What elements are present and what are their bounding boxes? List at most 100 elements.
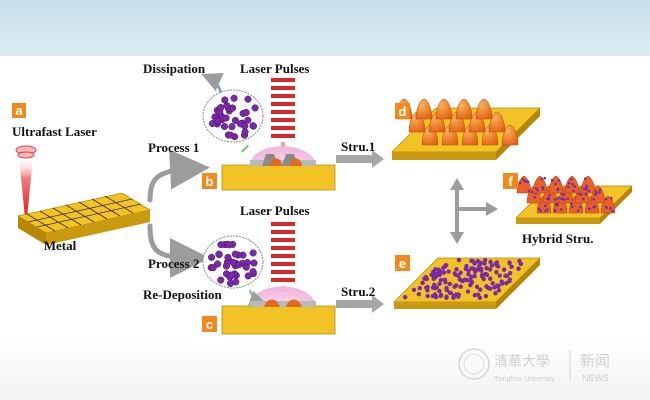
- particle: [477, 295, 483, 301]
- particle: [611, 209, 614, 213]
- particles-top: [208, 94, 259, 141]
- particle: [488, 259, 493, 265]
- laser-pulse: [271, 118, 295, 122]
- particle: [425, 284, 430, 290]
- particle: [587, 189, 591, 193]
- particle: [250, 259, 258, 267]
- particle: [553, 198, 557, 201]
- watermark: 清華大學 Tsinghua University 新闻 NEWS: [458, 348, 610, 383]
- hybrid-cone-array: [516, 175, 616, 214]
- particle: [556, 196, 560, 200]
- particle: [470, 266, 475, 271]
- particle: [441, 270, 447, 275]
- particle: [563, 198, 566, 201]
- badge-b-text: b: [206, 174, 214, 189]
- panel-f: f Hybrid Stru.: [503, 173, 633, 246]
- particle: [456, 257, 462, 263]
- particle: [554, 203, 558, 206]
- particle: [571, 205, 574, 209]
- particle: [244, 116, 252, 124]
- stru-arrows: [336, 150, 384, 313]
- laser-pulse: [271, 230, 295, 234]
- particle: [566, 185, 570, 189]
- particle: [437, 288, 442, 294]
- particle: [534, 186, 538, 190]
- cone: [488, 111, 506, 133]
- branch-arrows: [147, 149, 210, 278]
- particle: [507, 277, 512, 282]
- laser-pulse: [271, 262, 295, 266]
- particle: [234, 261, 243, 269]
- badge-c: [202, 316, 217, 332]
- particle: [496, 288, 502, 293]
- particle: [541, 187, 545, 191]
- particle: [231, 250, 239, 258]
- particle: [451, 293, 457, 299]
- particle: [593, 205, 597, 208]
- particle: [495, 284, 501, 289]
- particle: [466, 272, 471, 277]
- particle: [557, 179, 561, 182]
- particle: [224, 253, 232, 262]
- watermark-en-name: Tsinghua University: [494, 376, 555, 383]
- particle: [543, 176, 547, 180]
- panel-c: Laser Pulses Re-Deposition c: [143, 203, 336, 335]
- particle: [497, 273, 502, 278]
- particle: [458, 270, 463, 275]
- particle: [521, 178, 525, 181]
- particle: [482, 261, 487, 266]
- cone: [455, 98, 473, 120]
- particle: [249, 249, 257, 257]
- particle: [249, 268, 257, 276]
- particle: [609, 206, 612, 210]
- stru2-label: Stru.2: [341, 284, 375, 299]
- particle: [585, 184, 588, 188]
- particle: [604, 205, 608, 209]
- laser-pulse: [271, 254, 295, 258]
- particle: [503, 280, 509, 286]
- laser-pulses-bottom-label: Laser Pulses: [240, 203, 309, 218]
- particle: [592, 198, 595, 201]
- particle: [560, 197, 564, 201]
- particle: [598, 188, 602, 191]
- particle: [583, 177, 587, 181]
- particle: [472, 292, 478, 298]
- particle: [489, 263, 495, 268]
- particle: [598, 191, 601, 194]
- particle: [230, 94, 238, 102]
- badge-a: [12, 103, 26, 118]
- particle: [490, 281, 495, 286]
- particle: [474, 284, 480, 290]
- tsinghua-seal-icon: [458, 348, 490, 380]
- hybrid-label: Hybrid Stru.: [522, 231, 594, 246]
- laser-pulse: [271, 246, 295, 250]
- badge-e: [395, 255, 410, 271]
- particle: [507, 260, 512, 266]
- particle: [524, 180, 528, 184]
- particle: [220, 122, 229, 130]
- particle: [458, 284, 463, 289]
- particle: [209, 264, 217, 272]
- particle: [483, 293, 489, 299]
- laser-pulse: [271, 278, 295, 282]
- particle: [479, 266, 484, 272]
- watermark-cn-name: 清華大學: [494, 353, 550, 369]
- particle: [437, 281, 442, 287]
- particle: [573, 185, 576, 188]
- particle: [516, 266, 521, 271]
- particle: [244, 95, 252, 103]
- particle: [215, 250, 223, 258]
- particle: [227, 271, 235, 279]
- particle: [509, 264, 514, 269]
- particle: [571, 182, 574, 186]
- particle: [494, 269, 499, 275]
- particle: [527, 189, 531, 193]
- particle: [456, 292, 461, 297]
- particle: [434, 285, 439, 290]
- particle: [452, 284, 457, 289]
- badge-a-text: a: [15, 103, 23, 118]
- particle: [229, 104, 237, 112]
- laser-pulse: [271, 110, 295, 114]
- badge-f-text: f: [508, 174, 513, 189]
- particle: [454, 267, 459, 272]
